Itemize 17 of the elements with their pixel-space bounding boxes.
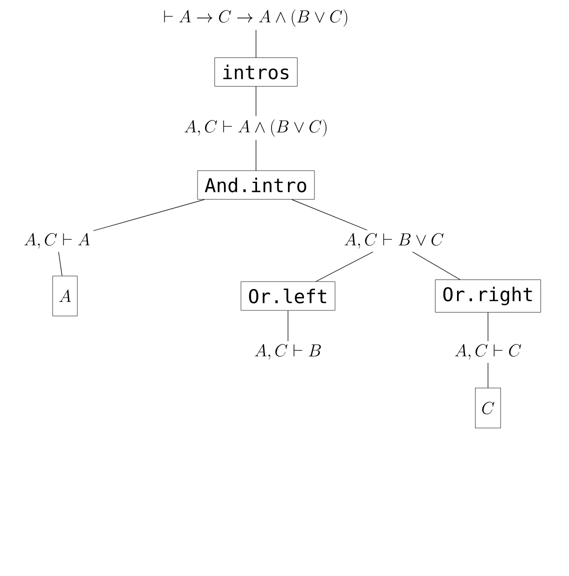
- sequent-formula: $\vdash A \to C \to A \land (B \lor C)$: [164, 9, 348, 27]
- sequent-formula: $A, C \vdash B \lor C$: [344, 232, 444, 249]
- sequent-formula: $A, C \vdash A \land (B \lor C)$: [184, 119, 326, 137]
- tactic-box: And.intro: [197, 170, 315, 200]
- sequent-formula: $A, C \vdash C$: [455, 344, 522, 360]
- connector-line: [412, 252, 460, 280]
- hypothesis-box: $C$: [475, 388, 501, 428]
- tactic-box: intros: [214, 57, 298, 87]
- tactic-box: Or.left: [240, 281, 336, 311]
- connector-line: [93, 199, 205, 232]
- hypothesis-box: $A$: [52, 276, 78, 316]
- sequent-formula: $A, C \vdash B$: [254, 344, 321, 360]
- sequent-formula: $A, C \vdash A$: [24, 232, 90, 249]
- connector-line: [58, 252, 62, 276]
- tactic-box: Or.right: [435, 280, 541, 312]
- connector-line: [316, 252, 374, 282]
- connector-line: [292, 199, 368, 230]
